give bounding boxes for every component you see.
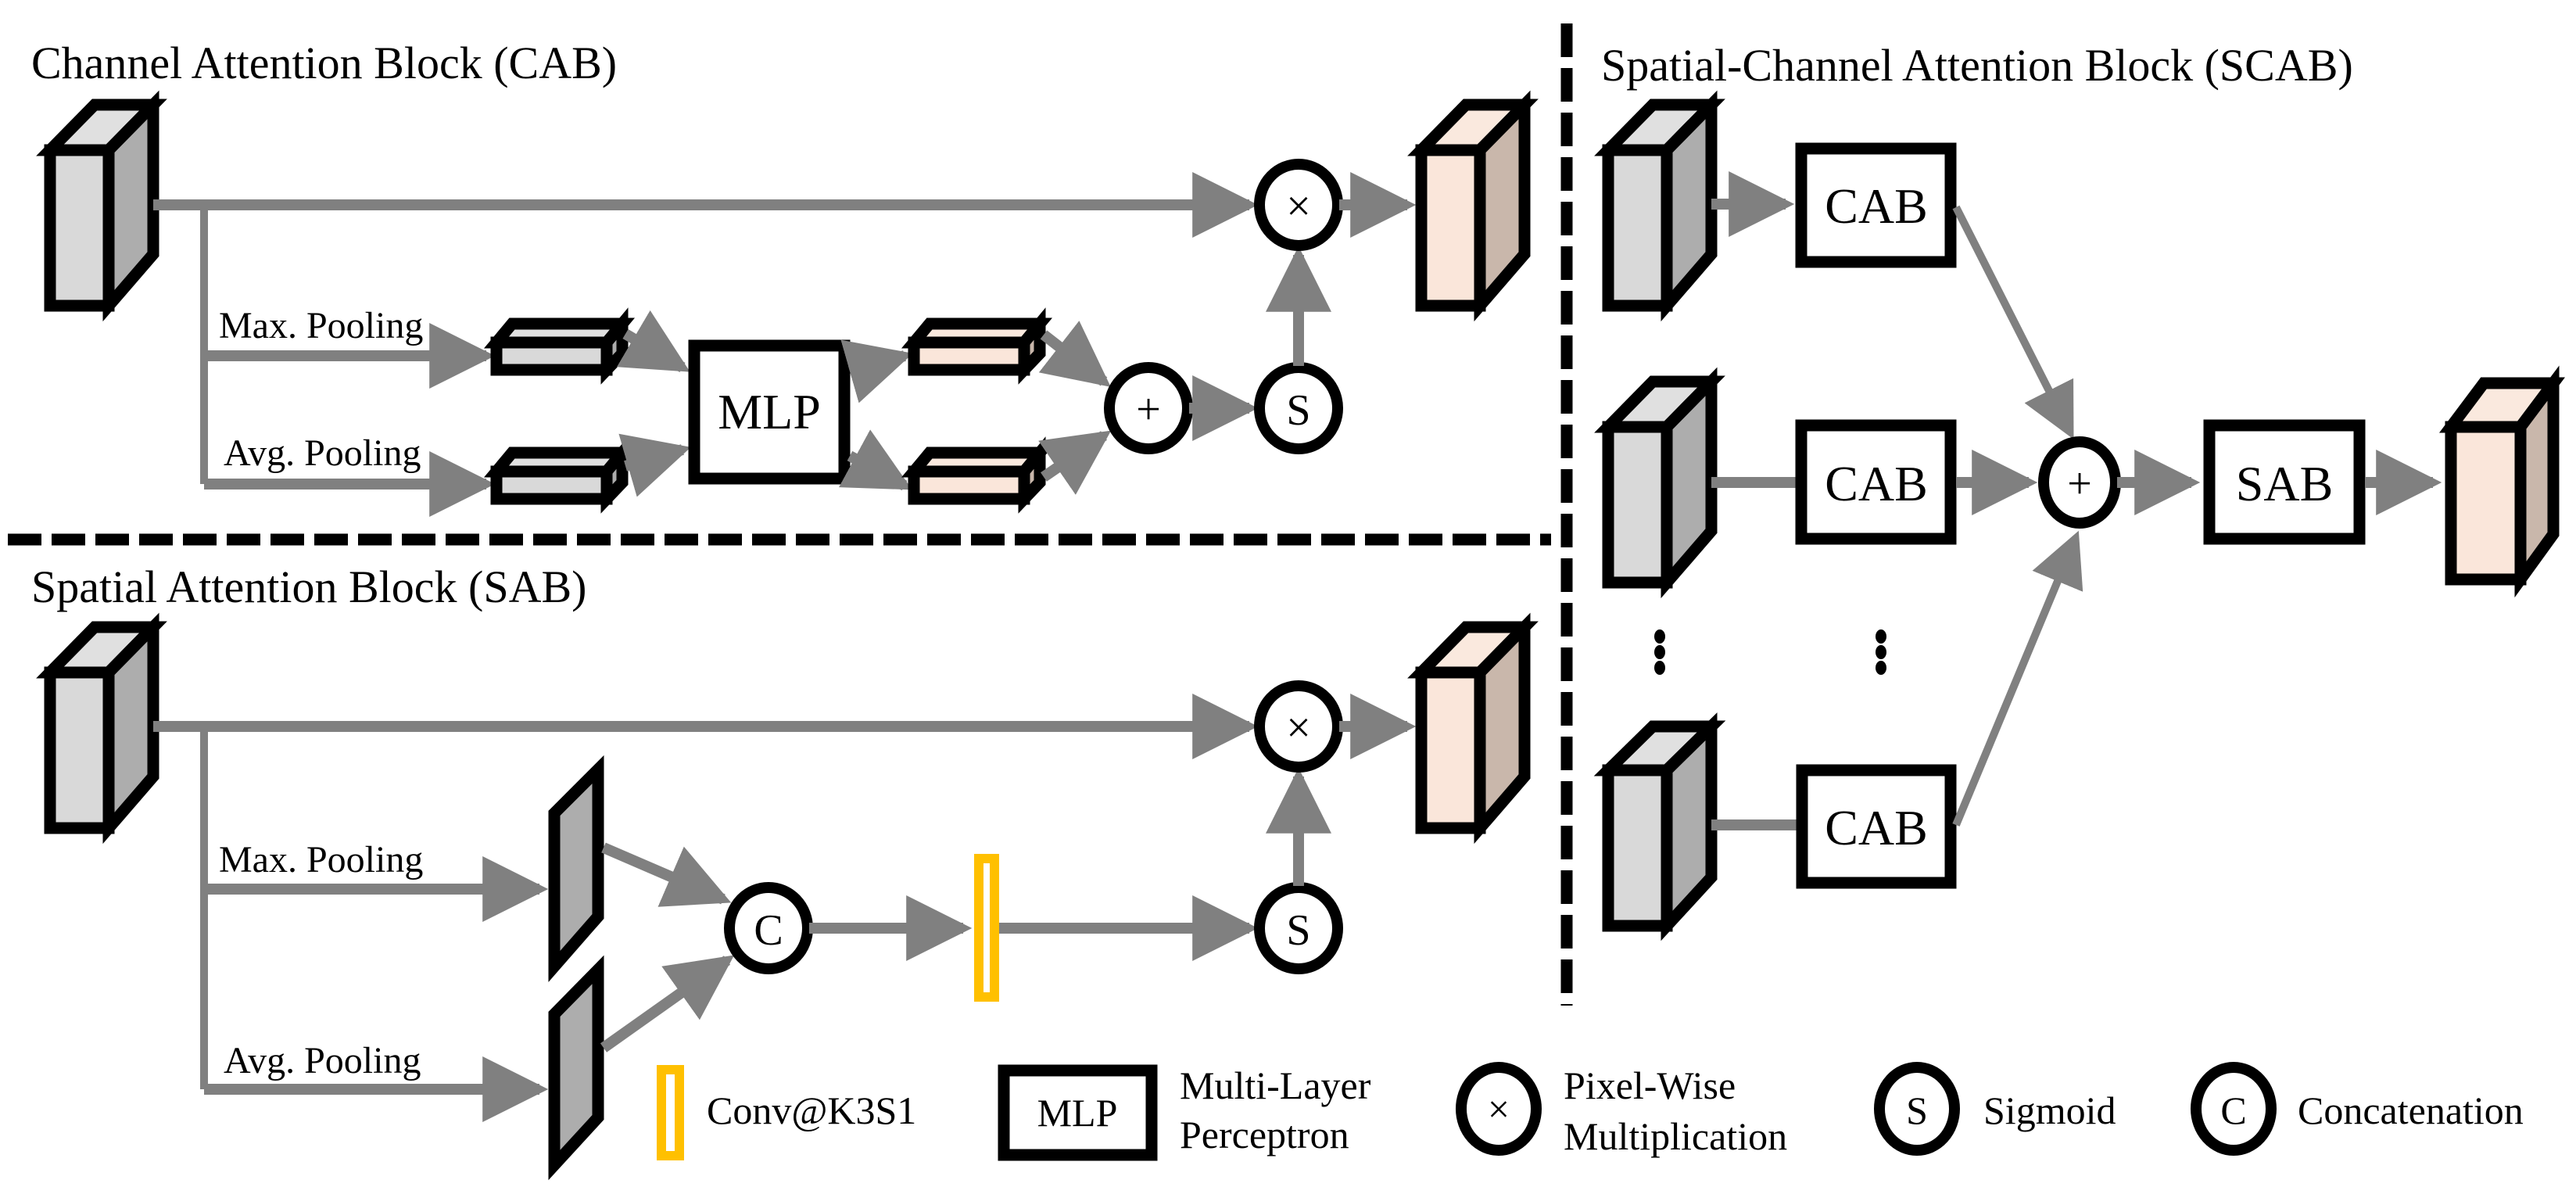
sab-conv-layer xyxy=(974,854,999,1002)
cab-avg-to-add-arrow xyxy=(1038,430,1112,495)
scab-input-cube-1 xyxy=(1594,90,1725,322)
cab-multiply-operator xyxy=(1254,159,1343,251)
cab-mlp-to-avg-out-arrow xyxy=(838,429,912,491)
cab-avg-to-mlp-arrow xyxy=(618,433,691,497)
sab-sigmoid-symbol: S xyxy=(1286,906,1310,955)
legend-sigmoid-label: Sigmoid xyxy=(1983,1088,2116,1132)
cab-add-operator xyxy=(1104,362,1193,454)
scab-section-title: Spatial-Channel Attention Block (SCAB) xyxy=(1601,40,2353,91)
sab-max-pooled-map xyxy=(548,755,604,982)
sab-concat-symbol: C xyxy=(754,906,783,955)
scab-cab-label-2: CAB xyxy=(1825,456,1928,511)
sab-concat-operator xyxy=(724,882,813,974)
cab-max-pooling-label: Max. Pooling xyxy=(219,305,423,346)
cab-mlp-box xyxy=(688,339,851,485)
cab-max-attention-vector xyxy=(901,307,1053,385)
legend-multiply-line1: Pixel-Wise xyxy=(1564,1063,1736,1107)
legend-sigmoid-icon xyxy=(1874,1062,1960,1156)
scab-input-cube-n xyxy=(1593,712,1726,941)
sab-avg-pooling-label: Avg. Pooling xyxy=(224,1040,421,1081)
cab-add-symbol: + xyxy=(1136,386,1161,434)
scab-add-operator xyxy=(2038,436,2121,529)
scab-cab-label-1: CAB xyxy=(1825,178,1928,234)
cab-section-title: Channel Attention Block (CAB) xyxy=(31,38,617,88)
scab-sab-label: SAB xyxy=(2236,456,2334,511)
cab-output-feature-cube xyxy=(1407,90,1539,322)
legend-sigmoid-symbol: S xyxy=(1906,1088,1928,1132)
cab-input-feature-cube xyxy=(36,90,167,322)
cab-mlp-to-max-out-arrow xyxy=(840,339,913,403)
cab-avg-pooled-vector xyxy=(483,436,636,514)
cab-max-to-add-arrow xyxy=(1038,321,1111,387)
scab-input-cube-2 xyxy=(1594,367,1725,599)
cab-avg-pooling-label: Avg. Pooling xyxy=(224,432,421,474)
sab-input-feature-cube xyxy=(36,612,167,845)
sab-avg-pooled-map xyxy=(548,955,604,1181)
legend-multiply-line2: Multiplication xyxy=(1564,1114,1787,1158)
scab-cabn-to-add-arrow xyxy=(1952,530,2083,827)
cab-sigmoid-operator xyxy=(1254,362,1343,454)
scab-cab-box-2 xyxy=(1795,419,1957,545)
legend: Conv@K3S1 MLP Multi-Layer Perceptron × P… xyxy=(657,1062,2524,1161)
scab-sab-box xyxy=(2203,419,2366,545)
sab-multiply-operator xyxy=(1254,680,1343,773)
cab-max-to-mlp-arrow xyxy=(616,310,690,373)
legend-mlp-box-label: MLP xyxy=(1037,1091,1118,1135)
cab-avg-attention-vector xyxy=(901,436,1053,514)
scab-cab-box-1 xyxy=(1795,142,1957,268)
cab-max-pooled-vector xyxy=(483,307,636,385)
legend-mlp-line1: Multi-Layer xyxy=(1180,1063,1371,1107)
sab-avg-to-concat-arrow xyxy=(600,955,735,1053)
sab-output-feature-cube xyxy=(1407,612,1539,845)
sab-sigmoid-operator xyxy=(1254,882,1343,974)
scab-cab-box-n xyxy=(1796,764,1957,889)
scab-ellipsis-cabs xyxy=(1876,629,1886,675)
legend-mlp-line2: Perceptron xyxy=(1180,1113,1349,1157)
sab-max-pooling-label: Max. Pooling xyxy=(219,839,423,880)
cab-diagram: Max. Pooling Avg. Pooling MLP xyxy=(36,90,1539,517)
scab-ellipsis-inputs xyxy=(1654,629,1665,675)
sab-multiply-symbol: × xyxy=(1286,704,1311,752)
scab-add-symbol: + xyxy=(2067,460,2092,508)
cab-sigmoid-symbol: S xyxy=(1286,386,1310,435)
legend-multiply-symbol: × xyxy=(1488,1087,1510,1131)
legend-mlp-icon xyxy=(998,1064,1158,1161)
scab-cab1-to-add-arrow xyxy=(1952,205,2074,439)
sab-max-to-concat-arrow xyxy=(601,842,732,907)
sab-section-title: Spatial Attention Block (SAB) xyxy=(31,561,586,612)
cab-mlp-label: MLP xyxy=(718,384,821,439)
scab-diagram: CAB CAB + SAB xyxy=(1593,90,2565,941)
legend-concat-label: Concatenation xyxy=(2298,1088,2524,1132)
legend-conv-label: Conv@K3S1 xyxy=(707,1088,916,1132)
legend-conv-icon xyxy=(657,1065,684,1160)
scab-cab-label-n: CAB xyxy=(1825,800,1928,855)
legend-concat-icon xyxy=(2191,1062,2277,1156)
sab-diagram: Max. Pooling Avg. Pooling C S × xyxy=(36,612,1539,1181)
legend-concat-symbol: C xyxy=(2220,1088,2246,1132)
scab-output-feature-cube xyxy=(2439,365,2565,598)
cab-multiply-symbol: × xyxy=(1286,182,1311,231)
legend-multiply-icon xyxy=(1456,1062,1542,1156)
